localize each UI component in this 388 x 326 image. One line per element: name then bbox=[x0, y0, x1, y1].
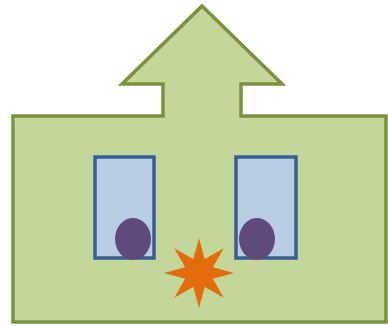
left-ball-icon bbox=[115, 218, 151, 260]
starburst-icon bbox=[164, 238, 234, 308]
right-ball-icon bbox=[239, 218, 275, 260]
